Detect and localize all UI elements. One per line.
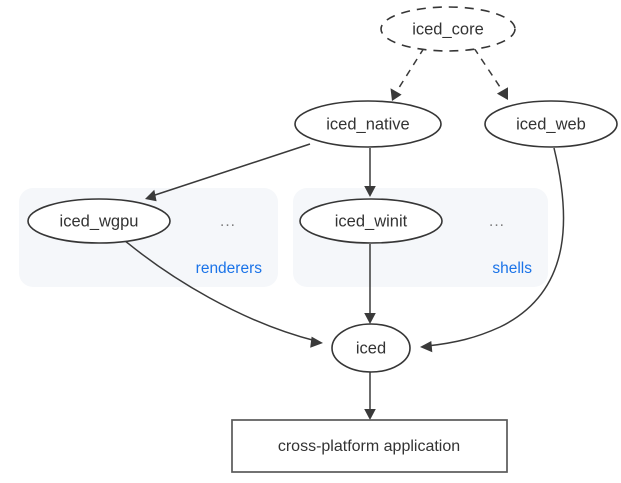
node-iced-winit-label: iced_winit [335, 212, 408, 230]
node-iced-winit[interactable]: iced_winit [299, 198, 443, 244]
cluster-shells-label: shells [492, 260, 532, 277]
node-application[interactable]: cross-platform application [231, 419, 508, 473]
edge-iced-native-to-iced-wgpu [145, 143, 311, 202]
edge-iced-web-to-iced-line [426, 147, 565, 347]
edge-iced-native-to-iced-wgpu-line [151, 143, 311, 197]
node-iced-label: iced [356, 339, 386, 357]
node-iced-web-shape[interactable] [484, 100, 618, 148]
cluster-renderers-label: renderers [196, 260, 263, 277]
node-iced-native[interactable]: iced_native [294, 100, 442, 148]
edge-iced-winit-to-iced [364, 244, 376, 324]
edge-iced-native-to-iced-winit-arrowhead [364, 186, 376, 197]
node-iced-shape[interactable] [331, 323, 411, 373]
node-iced-core-shape[interactable] [380, 6, 516, 52]
edge-iced-core-to-iced-native-line [394, 47, 425, 95]
node-iced-wgpu-label: iced_wgpu [60, 212, 139, 230]
edge-iced-core-to-iced-web-arrowhead [496, 87, 508, 100]
node-iced[interactable]: iced [331, 323, 411, 373]
node-iced-winit-shape[interactable] [299, 198, 443, 244]
edge-iced-wgpu-to-iced-arrowhead [310, 336, 323, 348]
edge-iced-core-to-iced-native [390, 47, 425, 101]
edge-iced-native-to-iced-winit [364, 148, 376, 197]
edge-iced-web-to-iced [420, 147, 565, 353]
edge-iced-wgpu-to-iced-line [123, 239, 317, 342]
node-application-label: cross-platform application [278, 438, 460, 455]
edge-iced-native-to-iced-wgpu-arrowhead [145, 189, 157, 202]
edge-iced-core-to-iced-web-line [473, 47, 505, 94]
node-iced-wgpu[interactable]: iced_wgpu [27, 198, 171, 244]
node-iced-native-shape[interactable] [294, 100, 442, 148]
cluster-renderers-ellipsis: ... [220, 213, 236, 230]
node-iced-core-label: iced_core [412, 20, 484, 38]
node-iced-core[interactable]: iced_core [380, 6, 516, 52]
node-iced-web[interactable]: iced_web [484, 100, 618, 148]
edge-iced-web-to-iced-arrowhead [420, 341, 433, 353]
edge-iced-winit-to-iced-arrowhead [364, 313, 376, 324]
cluster-shells-ellipsis: ... [489, 213, 505, 230]
node-iced-web-label: iced_web [516, 115, 586, 133]
node-iced-wgpu-shape[interactable] [27, 198, 171, 244]
edge-iced-to-application-arrowhead [364, 409, 376, 420]
node-application-shape[interactable] [231, 419, 508, 473]
edge-iced-to-application [364, 372, 376, 420]
edge-iced-wgpu-to-iced [123, 239, 323, 348]
edge-iced-core-to-iced-web [473, 47, 508, 100]
edge-iced-core-to-iced-native-arrowhead [390, 88, 402, 101]
node-iced-native-label: iced_native [326, 115, 409, 133]
